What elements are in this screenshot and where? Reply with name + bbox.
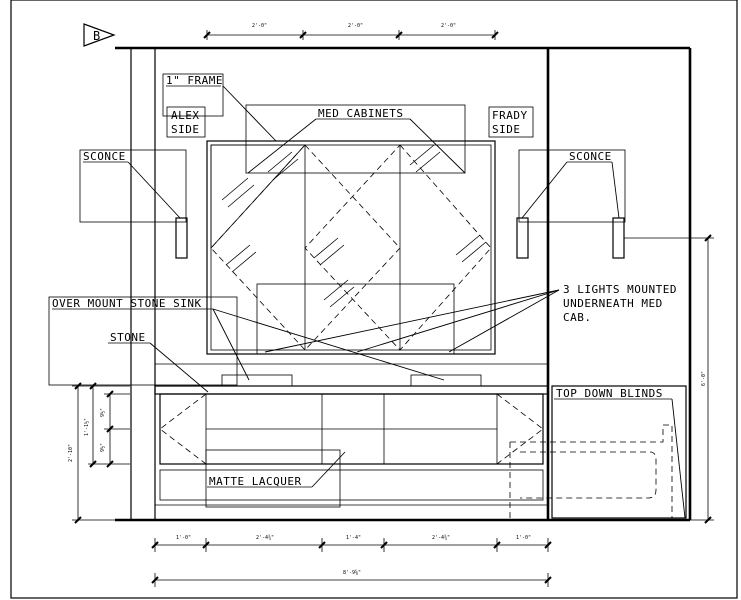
callout-med-cabinets: MED CABINETS xyxy=(245,104,466,174)
callout-lacquer: MATTE LACQUER xyxy=(205,449,346,508)
label-frady-line2: SIDE xyxy=(492,123,521,136)
label-stone: STONE xyxy=(110,331,146,344)
label-alex-line2: SIDE xyxy=(171,123,200,136)
label-frady-line1: FRADY xyxy=(492,109,528,122)
label-lights-line2: UNDERNEATH MED xyxy=(563,297,663,310)
callout-sconce-left: SCONCE xyxy=(79,149,187,223)
label-sink: OVER MOUNT STONE SINK xyxy=(52,297,202,310)
dim-bottom-1: 1'-0" xyxy=(176,535,191,541)
right-dimension-string: 6'-0" xyxy=(624,234,714,524)
label-lights-line3: CAB. xyxy=(563,311,592,324)
callout-stone: STONE xyxy=(108,331,209,393)
dim-top-1: 2'-0" xyxy=(252,23,267,29)
callout-lights: 3 LIGHTS MOUNTED UNDERNEATH MED CAB. xyxy=(256,283,677,355)
callout-frady-side: FRADY SIDE xyxy=(488,106,534,138)
label-lights-line1: 3 LIGHTS MOUNTED xyxy=(563,283,677,296)
dim-left-low: 9½" xyxy=(99,443,106,452)
dim-bottom-5: 1'-0" xyxy=(516,535,531,541)
dim-top-2: 2'-0" xyxy=(348,23,363,29)
label-sconce-left: SCONCE xyxy=(83,150,126,163)
label-med-cabinets: MED CABINETS xyxy=(318,107,403,120)
dim-bottom-3: 1'-4" xyxy=(346,535,361,541)
left-dimension-string: 2'-10" 1'-1½" 9½" 9½" xyxy=(68,382,130,524)
dim-bottom-2: 2'-4¾" xyxy=(256,535,274,541)
dim-overall: 8'-9⅝" xyxy=(343,569,361,576)
label-blinds: TOP DOWN BLINDS xyxy=(556,387,663,400)
section-marker-label: B xyxy=(93,29,100,43)
sconce-right-2 xyxy=(612,217,625,259)
sconce-right-1 xyxy=(516,217,529,259)
vanity xyxy=(154,363,549,506)
callout-sink: OVER MOUNT STONE SINK xyxy=(48,296,445,386)
top-dimension-string: 2'-0" 2'-0" 2'-0" xyxy=(203,23,499,40)
callout-alex-side: ALEX SIDE xyxy=(166,106,206,138)
bottom-dimension-string: 1'-0" 2'-4¾" 1'-4" 2'-4¾" 1'-0" 8'-9⅝" xyxy=(151,535,552,587)
label-lacquer: MATTE LACQUER xyxy=(209,475,302,488)
callout-blinds: TOP DOWN BLINDS xyxy=(554,387,686,519)
dim-left-upper: 1'-1½" xyxy=(83,418,90,436)
dim-left-total: 2'-10" xyxy=(68,444,74,462)
dim-right-height: 6'-0" xyxy=(701,371,707,386)
label-sconce-right: SCONCE xyxy=(569,150,612,163)
sconce-left xyxy=(175,217,188,259)
label-frame: 1" FRAME xyxy=(166,74,223,87)
section-marker: B xyxy=(83,23,116,47)
dim-left-mid: 9½" xyxy=(99,408,106,417)
dim-top-3: 2'-0" xyxy=(441,23,456,29)
sheet-border xyxy=(10,0,738,599)
callout-sconce-right: SCONCE xyxy=(518,149,626,223)
label-alex-line1: ALEX xyxy=(171,109,200,122)
callout-frame: 1" FRAME xyxy=(162,73,277,142)
tub xyxy=(509,385,687,520)
dim-bottom-4: 2'-4¾" xyxy=(432,535,450,541)
room-outline xyxy=(115,46,692,522)
